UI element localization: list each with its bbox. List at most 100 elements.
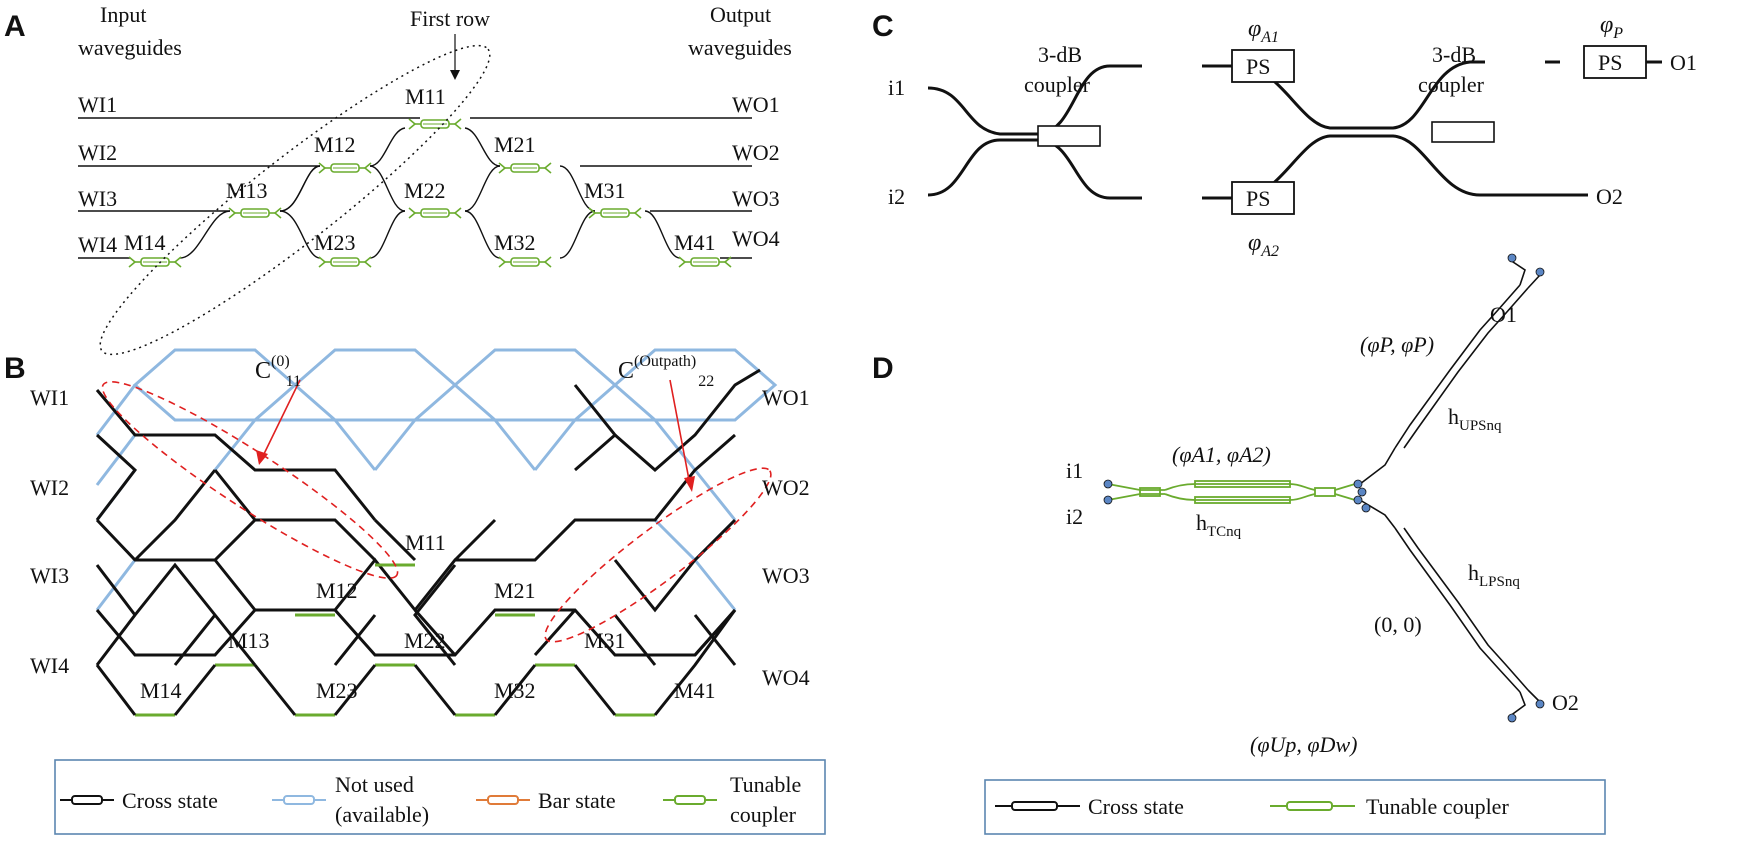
c0-arrow [261,379,301,459]
panelB-input-wi3: WI3 [30,563,69,588]
legend-notused-label-1: Not used [335,772,414,797]
c0-label: C(0)11 [255,353,301,390]
panelD-o2: O2 [1552,690,1579,715]
panelB-m13: M13 [228,628,270,653]
cout-arrowhead [684,476,695,492]
c0-arrowhead [256,450,268,465]
panelD-h-lps: hLPSnq [1468,560,1520,590]
panelA-waveguides [78,117,752,259]
panelD-cross-arms [1359,259,1541,717]
panelB-output-wo1: WO1 [762,385,810,410]
legend-cross-label: Cross state [122,788,218,813]
panelB-input-wi1: WI1 [30,385,69,410]
first-row-arrowhead [450,70,460,80]
panelB-input-wi2: WI2 [30,475,69,500]
phi-p-label: φP [1600,12,1623,42]
panelA-output-wo2: WO2 [732,140,780,165]
panelB-hex-grid-cross [95,368,761,657]
cout-label: C(Outpath)22 [618,353,714,390]
panelB-hex-grid-unused [95,348,778,611]
phase-shifter-a2 [1231,181,1295,215]
output-heading-line1: Output [710,2,771,27]
first-row-label: First row [410,6,490,31]
panelD-zero: (0, 0) [1374,612,1422,637]
panelB-output-wo4: WO4 [762,665,810,690]
panelA-input-wi3: WI3 [78,186,117,211]
panelD-nodes [1103,253,1545,723]
legend-d-tunable-symbol [1270,801,1355,811]
panelB-m31: M31 [584,628,626,653]
panelA-m12: M12 [314,132,356,157]
panelA-output-wo4: WO4 [732,226,780,251]
panelD-h-ups: hUPSnq [1448,404,1502,434]
legend-d-cross-label: Cross state [1088,794,1184,819]
panel-label-a: A [4,10,26,43]
cout-ellipse [544,467,772,643]
panelD-h-tc: hTCnq [1196,510,1242,540]
ps-a1-label: PS [1246,54,1270,79]
panelB-m23: M23 [316,678,358,703]
panelA-m11: M11 [405,84,446,109]
panelD-phiA: (φA1, φA2) [1172,442,1271,467]
panelA-m32: M32 [494,230,536,255]
panelA-m21: M21 [494,132,536,157]
input-heading-line1: Input [100,2,146,27]
panelD-i2: i2 [1066,504,1083,529]
panelB-m12: M12 [316,578,358,603]
panelB-input-wi4: WI4 [30,653,69,678]
panelB-tunable-couplers [135,563,655,717]
panel-label-b: B [4,352,26,385]
panelD-o1: O1 [1490,302,1517,327]
panelB-lower-mesh [95,562,737,716]
ps-p-label: PS [1598,50,1622,75]
panelD-tunable-coupler [1107,480,1356,504]
panelA-m41: M41 [674,230,716,255]
panelC-i1: i1 [888,75,905,100]
panelA-input-wi1: WI1 [78,92,117,117]
phase-shifter-a1 [1231,49,1295,83]
panelA-input-wi2: WI2 [78,140,117,165]
panel-label-c: C [872,10,894,43]
c0-ellipse [101,381,399,579]
panelB-m41: M41 [674,678,716,703]
legend-bar-symbol [476,795,530,805]
panelA-output-wo1: WO1 [732,92,780,117]
panel-label-d: D [872,352,894,385]
panelA-m22: M22 [404,178,446,203]
panelB-output-wo2: WO2 [762,475,810,500]
panelA-m13: M13 [226,178,268,203]
coupler-1 [1037,125,1101,147]
panelA-input-wi4: WI4 [78,232,117,257]
panelC-i2: i2 [888,184,905,209]
legend-tunable-label-2: coupler [730,802,797,827]
legend-bar-label: Bar state [538,788,616,813]
panelA-m14: M14 [124,230,166,255]
legend-d-tunable-label: Tunable coupler [1366,794,1509,819]
phi-a1-label: φA1 [1248,16,1279,46]
panelB-m32: M32 [494,678,536,703]
panelB-m11: M11 [405,530,446,555]
panelA-m23: M23 [314,230,356,255]
panelD-phiUpDw: (φUp, φDw) [1250,732,1357,757]
legend-notused-symbol [272,795,326,805]
panelA-output-wo3: WO3 [732,186,780,211]
coupler2-label-2: coupler [1418,72,1485,97]
coupler2-label-1: 3-dB [1432,42,1476,67]
panelD-phiPP: (φP, φP) [1360,332,1434,357]
phi-a2-label: φA2 [1248,230,1279,260]
panelB-m22: M22 [404,628,446,653]
ps-a2-label: PS [1246,186,1270,211]
coupler1-label-2: coupler [1024,72,1091,97]
panelB-output-wo3: WO3 [762,563,810,588]
panelA-m31: M31 [584,178,626,203]
output-heading-line2: waveguides [688,35,792,60]
legend-b-box [54,759,826,835]
legend-notused-label-2: (available) [335,802,429,827]
panelB-m14: M14 [140,678,182,703]
phase-shifter-p [1583,45,1647,79]
panelB-m21: M21 [494,578,536,603]
legend-d-cross-symbol [995,801,1080,811]
panelD-i1: i1 [1066,458,1083,483]
coupler-2 [1431,121,1495,143]
